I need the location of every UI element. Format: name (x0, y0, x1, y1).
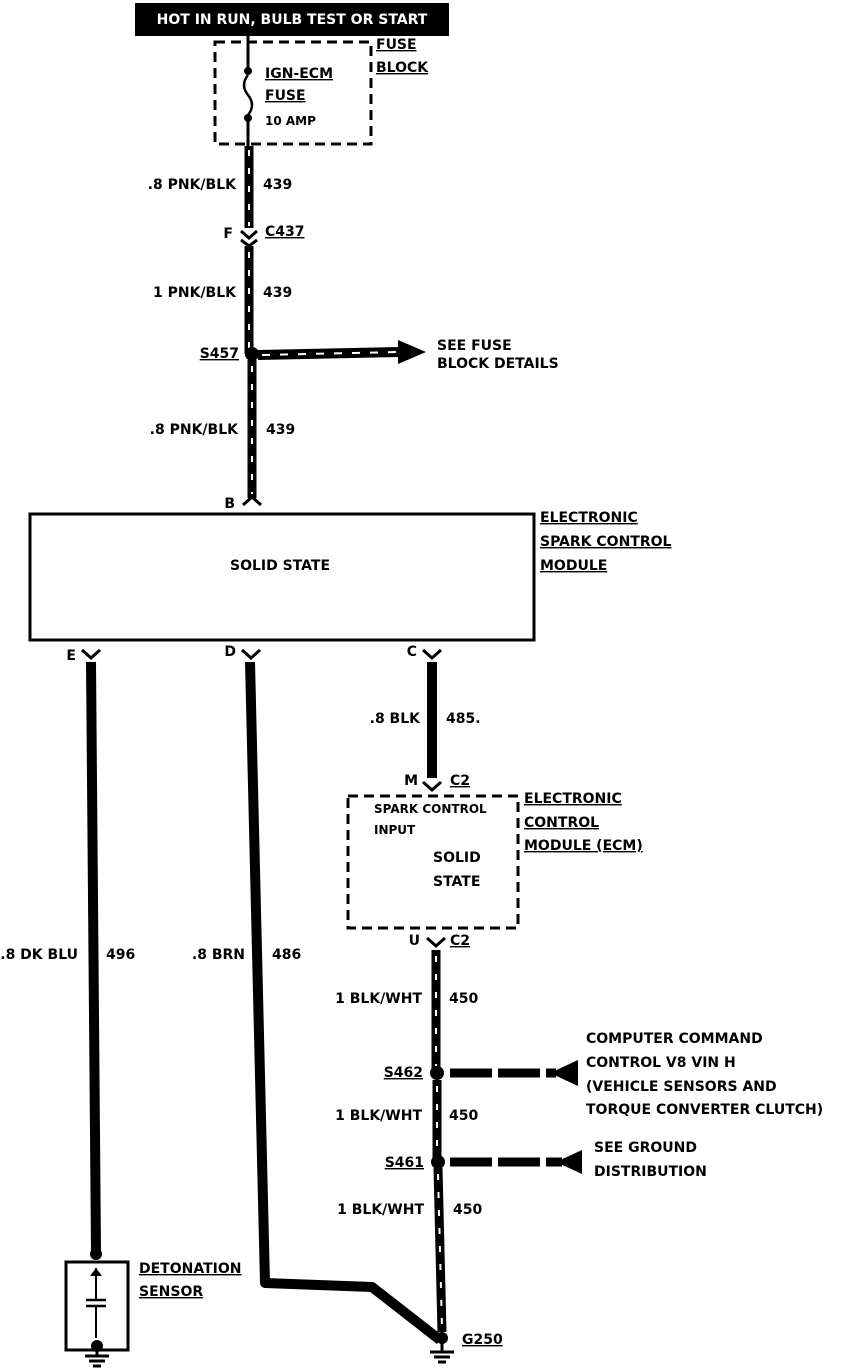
arrow-right-icon (398, 340, 426, 364)
s461-label: S461 (385, 1155, 424, 1171)
ccc-ref-3: (VEHICLE SENSORS AND (586, 1079, 777, 1095)
connector-c437: F C437 (223, 224, 305, 248)
b-pin: B (224, 496, 235, 512)
wire-gauge-e: .8 DK BLU (0, 947, 78, 963)
module-name-2: SPARK CONTROL (540, 534, 672, 550)
fuse-details-ref-2: BLOCK DETAILS (437, 356, 559, 372)
sensor-icon (86, 1268, 106, 1338)
wire-496: .8 DK BLU 496 (0, 661, 135, 1253)
ccc-ref-1: COMPUTER COMMAND (586, 1031, 763, 1047)
e-pin: E (66, 648, 76, 664)
wire-486: .8 BRN 486 (192, 661, 444, 1344)
fuse-block: FUSE BLOCK IGN-ECM FUSE 10 AMP (213, 36, 429, 146)
g250-label: G250 (462, 1332, 503, 1348)
ground-icon (85, 1350, 109, 1368)
s457-label: S457 (200, 346, 239, 362)
m-conn: C2 (450, 773, 470, 789)
module-body: SOLID STATE (230, 558, 330, 574)
wire-439-middle: 1 PNK/BLK 439 (153, 246, 292, 354)
ccc-ref-2: CONTROL V8 VIN H (586, 1055, 736, 1071)
wire-circuit-u2: 450 (449, 1108, 478, 1124)
arrow-left-icon (556, 1150, 582, 1174)
ground-ref-2: DISTRIBUTION (594, 1164, 707, 1180)
ecm-name-3: MODULE (ECM) (524, 838, 643, 854)
header-title: HOT IN RUN, BULB TEST OR START (157, 12, 428, 28)
splice-s462: S462 COMPUTER COMMAND CONTROL V8 VIN H (… (384, 1031, 823, 1118)
wire-gauge-1: .8 PNK/BLK (148, 177, 237, 193)
wire-circuit-u3: 450 (453, 1202, 482, 1218)
wire-circuit-d: 486 (272, 947, 301, 963)
fuse-name-2: FUSE (265, 88, 306, 104)
power-header: HOT IN RUN, BULB TEST OR START (135, 3, 449, 36)
ecm-input-1: SPARK CONTROL (374, 802, 487, 816)
wire-gauge-c: .8 BLK (370, 711, 422, 727)
spark-control-module: SOLID STATE ELECTRONIC SPARK CONTROL MOD… (28, 510, 672, 642)
s462-label: S462 (384, 1065, 423, 1081)
d-pin: D (224, 644, 236, 660)
ground-ref-1: SEE GROUND (594, 1140, 697, 1156)
fuse-details-ref-1: SEE FUSE (437, 338, 512, 354)
wire-circuit-1: 439 (263, 177, 292, 193)
ccc-ref-4: TORQUE CONVERTER CLUTCH) (586, 1102, 823, 1118)
u-conn: C2 (450, 933, 470, 949)
wire-gauge-u3: 1 BLK/WHT (337, 1202, 424, 1218)
connector-u-c2: U C2 (409, 933, 470, 949)
connector-m-c2: M C2 (404, 773, 470, 793)
ecm-input-2: INPUT (374, 823, 416, 837)
wire-439-upper: .8 PNK/BLK 439 (148, 146, 292, 228)
wire-circuit-2: 439 (263, 285, 292, 301)
ecm-module: SPARK CONTROL INPUT SOLID STATE ELECTRON… (346, 791, 643, 930)
c437-pin: F (223, 226, 233, 242)
arrow-left-icon (550, 1060, 578, 1086)
m-pin: M (404, 773, 418, 789)
wire-circuit-e: 496 (106, 947, 135, 963)
wire-gauge-d: .8 BRN (192, 947, 245, 963)
wire-circuit-c: 485. (446, 711, 481, 727)
wire-485: .8 BLK 485. (370, 662, 481, 778)
ecm-name-1: ELECTRONIC (524, 791, 622, 807)
sensor-name-2: SENSOR (139, 1284, 203, 1300)
c-pin: C (407, 644, 417, 660)
wire-450-upper: 1 BLK/WHT 450 (335, 950, 478, 1072)
wire-gauge-u2: 1 BLK/WHT (335, 1108, 422, 1124)
ground-g250: G250 (430, 1332, 503, 1364)
ecm-name-2: CONTROL (524, 815, 599, 831)
wire-450-lower: 1 BLK/WHT 450 (337, 1167, 482, 1333)
c437-name: C437 (265, 224, 305, 240)
u-pin: U (409, 933, 420, 949)
fuse-block-label-2: BLOCK (376, 60, 429, 76)
connector-c: C (407, 644, 442, 661)
ecm-body-2: STATE (433, 874, 480, 890)
splice-s457: S457 SEE FUSE BLOCK DETAILS (200, 338, 559, 372)
sensor-name-1: DETONATION (139, 1261, 241, 1277)
detonation-sensor: DETONATION SENSOR (64, 1248, 241, 1368)
wire-439-lower: .8 PNK/BLK 439 (150, 360, 295, 498)
connector-b: B (224, 494, 262, 512)
splice-s461: S461 SEE GROUND DISTRIBUTION (385, 1140, 707, 1180)
ground-icon (430, 1340, 454, 1364)
connector-e: E (66, 648, 101, 664)
wire-gauge-u1: 1 BLK/WHT (335, 991, 422, 1007)
wire-gauge-3: .8 PNK/BLK (150, 422, 239, 438)
module-name-3: MODULE (540, 558, 607, 574)
wire-circuit-u1: 450 (449, 991, 478, 1007)
wire-circuit-3: 439 (266, 422, 295, 438)
fuse-rating: 10 AMP (265, 114, 316, 128)
wire-450-middle: 1 BLK/WHT 450 (335, 1080, 478, 1160)
module-name-1: ELECTRONIC (540, 510, 638, 526)
ecm-body-1: SOLID (433, 850, 481, 866)
wire-gauge-2: 1 PNK/BLK (153, 285, 237, 301)
fuse-icon (242, 36, 254, 146)
fuse-block-label-1: FUSE (376, 37, 417, 53)
fuse-name-1: IGN-ECM (265, 66, 333, 82)
connector-d: D (224, 644, 261, 661)
